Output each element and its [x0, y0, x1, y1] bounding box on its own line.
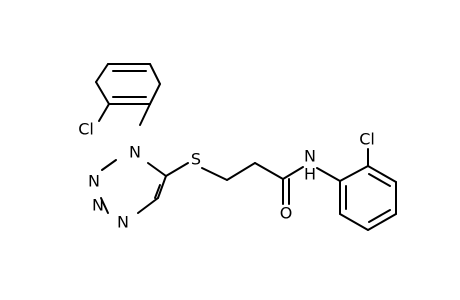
- bond: [139, 103, 151, 126]
- upper-chlorophenyl-ring: [95, 63, 161, 126]
- bond: [101, 159, 117, 171]
- bond: [149, 83, 161, 105]
- bond: [368, 209, 391, 223]
- bond: [137, 197, 159, 214]
- atom-labels: Cl N N N N S O N H Cl: [78, 120, 375, 232]
- bond: [98, 103, 110, 122]
- bond: [95, 81, 110, 105]
- bond: [339, 213, 369, 231]
- atom-label-chlorine-upper: Cl: [78, 120, 94, 139]
- bond: [226, 162, 256, 181]
- bond: [95, 63, 109, 83]
- bond: [367, 165, 397, 183]
- bond: [100, 197, 109, 214]
- bond: [316, 167, 341, 182]
- atom-label-n2: N: [88, 172, 100, 191]
- bond: [154, 184, 161, 199]
- thio-propanamide-chain: [165, 162, 341, 205]
- atom-label-amide-hydrogen: H: [304, 165, 316, 184]
- bond: [165, 162, 189, 177]
- bond: [254, 162, 284, 180]
- atom-label-amide-nitrogen: N: [304, 147, 316, 166]
- bond: [339, 165, 369, 182]
- atom-label-oxygen: O: [280, 204, 293, 223]
- lower-chlorophenyl-ring: [339, 148, 397, 231]
- bond: [368, 173, 391, 187]
- atom-label-n1: N: [129, 143, 141, 162]
- bond: [147, 162, 167, 177]
- bond: [282, 166, 304, 180]
- atom-label-n3: N: [92, 196, 104, 215]
- atom-label-sulfur: S: [191, 150, 201, 169]
- bond: [157, 175, 167, 199]
- bond: [367, 213, 397, 231]
- atom-label-chlorine-right: Cl: [359, 130, 375, 149]
- atom-label-n4: N: [117, 213, 129, 232]
- bond: [149, 63, 161, 85]
- bond: [201, 167, 228, 181]
- tetrazole-ring: [100, 159, 167, 214]
